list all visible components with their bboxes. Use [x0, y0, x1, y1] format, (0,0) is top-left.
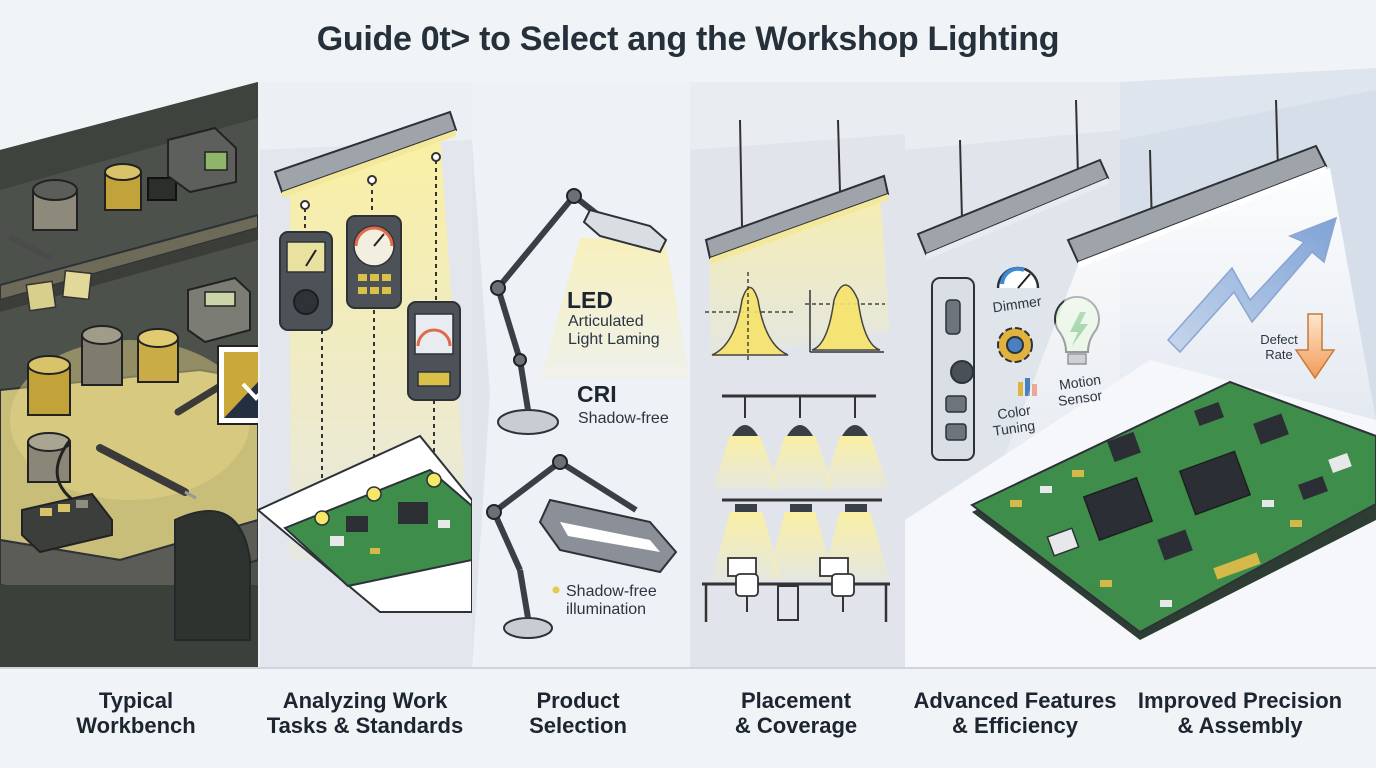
spot-light-icon	[767, 396, 835, 490]
caption-advanced-features: Advanced Features & Efficiency	[913, 688, 1117, 738]
led-heading: LED	[567, 287, 613, 313]
control-panel-icon	[931, 277, 975, 461]
bullet-dot	[552, 586, 560, 594]
cri-heading: CRI	[577, 381, 617, 407]
precision-bar-light-icon	[1066, 144, 1328, 268]
light-distribution-curve-icon	[705, 272, 795, 362]
caption-typical-workbench: Typical Workbench	[76, 688, 196, 738]
workstation-desk-icon	[702, 557, 890, 622]
defect-rate-line2: Rate	[1265, 347, 1293, 362]
bullet-line2: illumination	[566, 601, 647, 618]
panel-product-selection	[472, 82, 690, 668]
pendant-bar-light-icon	[704, 174, 890, 264]
panel-improved-precision	[905, 68, 1376, 668]
panel-analyzing-tasks	[256, 82, 473, 668]
defect-rate-line1: Defect	[1260, 332, 1298, 347]
color-meter-icon	[407, 301, 461, 401]
lux-meter-icon	[346, 215, 402, 309]
pcb-board-icon	[970, 380, 1376, 640]
pcb-board-icon	[283, 468, 473, 588]
wire-spool-icon	[137, 328, 179, 383]
smart-bar-light-icon	[916, 158, 1110, 260]
led-line1: Articulated	[568, 313, 644, 330]
spot-light-icon	[712, 396, 780, 490]
wire-spool-icon	[81, 325, 123, 386]
panel-typical-workbench	[0, 82, 293, 668]
trend-down-arrow-icon	[1294, 313, 1336, 380]
caption-placement-coverage: Placement & Coverage	[734, 688, 858, 738]
spot-light-icon	[822, 396, 890, 490]
led-line2: Light Laming	[568, 331, 660, 348]
dimmer-gauge-icon	[996, 266, 1040, 289]
articulated-lamp-icon	[490, 188, 668, 435]
bullet-line1: Shadow-free	[566, 583, 657, 600]
magnifier-lamp-icon	[486, 454, 678, 639]
page-title: Guide 0t> to Select ang the Workshop Lig…	[316, 20, 1060, 58]
wire-spool-icon	[104, 163, 142, 211]
caption-improved-precision: Improved Precision & Assembly	[1137, 688, 1343, 738]
multimeter-icon	[187, 276, 251, 344]
lux-meter-icon	[279, 231, 333, 331]
wire-spool-icon	[27, 355, 71, 416]
caption-product-selection: Product Selection	[529, 688, 627, 738]
power-supply-icon	[167, 126, 237, 194]
trend-up-arrow-icon	[1166, 216, 1338, 354]
wire-spool-icon	[27, 432, 71, 483]
gear-icon	[997, 327, 1033, 363]
keypad-device-icon	[21, 492, 113, 554]
panel-placement-coverage	[690, 82, 905, 668]
cri-text: Shadow-free	[578, 410, 669, 427]
led-bar-light-icon	[273, 110, 458, 198]
wire-spool-icon	[32, 179, 78, 231]
caption-analyzing-tasks: Analyzing Work Tasks & Standards	[266, 688, 464, 738]
light-distribution-curve-icon	[805, 284, 885, 353]
